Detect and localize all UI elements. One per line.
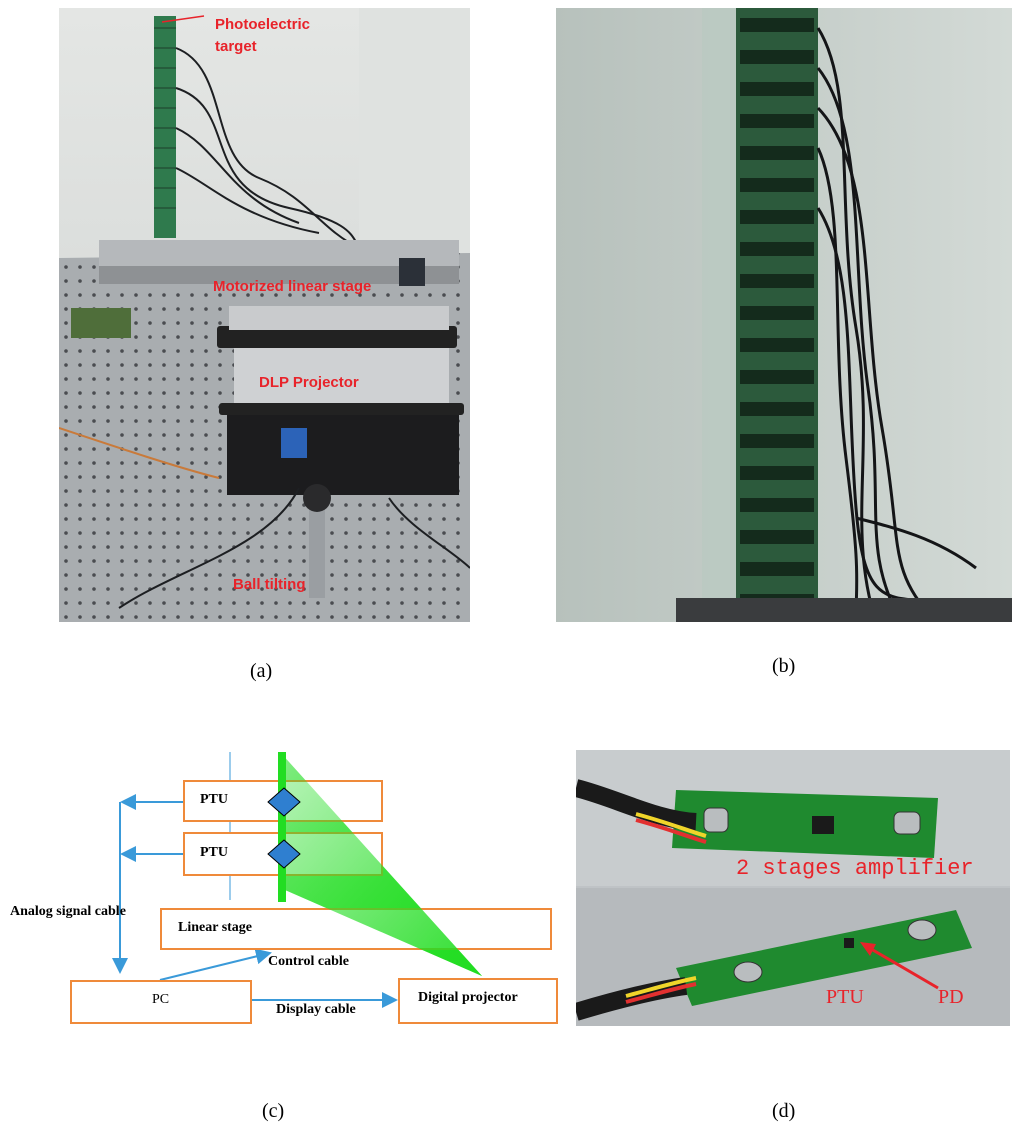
caption-d: (d) bbox=[772, 1100, 796, 1122]
panel-b-photo bbox=[556, 8, 1012, 622]
pcb-illustration bbox=[576, 750, 1010, 1026]
ptu-label-2: PTU bbox=[200, 845, 228, 860]
analog-signal-cable-label: Analog signal cable bbox=[10, 904, 126, 919]
label-motorized-linear-stage: Motorized linear stage bbox=[213, 278, 372, 295]
digital-projector-label: Digital projector bbox=[418, 990, 518, 1005]
caption-b: (b) bbox=[772, 655, 796, 677]
pd-label: PD bbox=[938, 986, 964, 1008]
lab-setup-illustration bbox=[59, 8, 470, 622]
amplifier-label: 2 stages amplifier bbox=[736, 856, 974, 881]
label-photoelectric-target: Photoelectric target bbox=[215, 16, 311, 55]
label-dlp-projector: DLP Projector bbox=[259, 374, 359, 391]
display-cable-label: Display cable bbox=[276, 1002, 356, 1017]
ptu-label: PTU bbox=[826, 986, 864, 1008]
digital-projector-box bbox=[398, 978, 558, 1024]
caption-c: (c) bbox=[262, 1100, 285, 1122]
panel-a-photo: Photoelectric target Motorized linear st… bbox=[59, 8, 470, 622]
panel-d-photo: 2 stages amplifier PTU PD bbox=[576, 750, 1010, 1026]
beam-overlay bbox=[267, 752, 482, 976]
panel-c-diagram: PTU PTU Linear stage Analog signal cable… bbox=[0, 740, 570, 1040]
pc-label: PC bbox=[152, 992, 170, 1007]
ptu-label-1: PTU bbox=[200, 792, 228, 807]
control-cable-label: Control cable bbox=[268, 954, 350, 969]
linear-stage-label: Linear stage bbox=[178, 920, 253, 935]
pc-box bbox=[70, 980, 252, 1024]
label-ball-tilting: Ball tilting bbox=[233, 576, 306, 593]
target-column-illustration bbox=[556, 8, 1012, 622]
caption-a: (a) bbox=[250, 660, 273, 682]
